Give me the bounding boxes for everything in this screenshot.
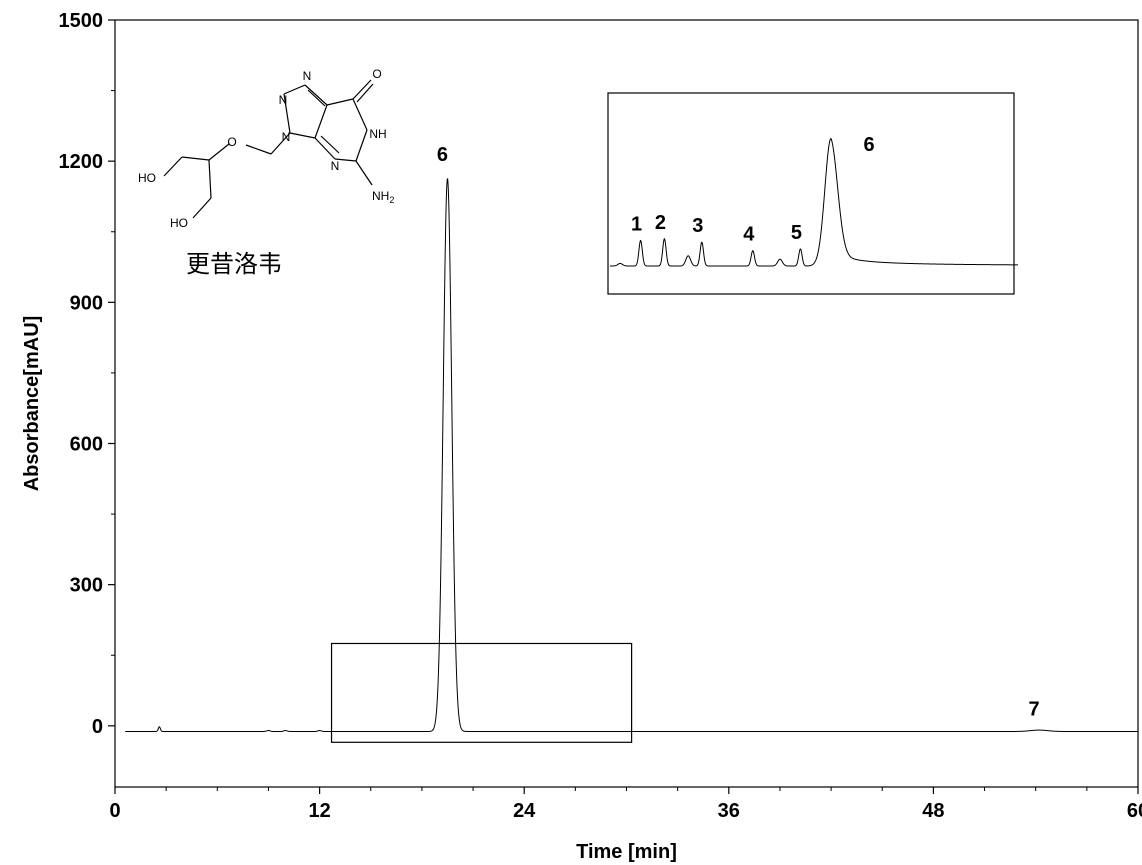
x-tick-label: 12 [308, 800, 330, 822]
structure-atom-label: HO [138, 171, 156, 185]
inset-peak-label: 2 [655, 212, 666, 234]
x-tick-label: 24 [513, 800, 536, 822]
plot-frame [114, 19, 1139, 788]
structure-atom-label: NH [369, 127, 386, 141]
x-tick-label: 36 [718, 800, 740, 822]
y-axis-title: Absorbance[mAU] [21, 316, 43, 492]
x-tick-label: 0 [109, 800, 120, 822]
x-tick-label: 60 [1127, 800, 1142, 822]
inset-series-line [610, 137, 1018, 267]
structure-atom-label: N [331, 159, 340, 173]
structure-atom-label: N [282, 130, 291, 144]
molecule-structure [163, 79, 374, 219]
structure-atom-label: NH2 [372, 189, 394, 205]
inset-peak-label: 6 [863, 134, 874, 156]
inset-peak-label: 1 [631, 214, 642, 236]
y-tick-label: 1500 [59, 10, 104, 32]
inset-peak-label: 3 [692, 215, 703, 237]
y-tick-label: 1200 [59, 151, 104, 173]
inset-peak-label: 5 [791, 222, 802, 244]
structure-atom-label: O [372, 67, 381, 81]
peak-label: 7 [1029, 698, 1040, 720]
y-tick-label: 300 [70, 575, 103, 597]
axes: 01224364860030060090012001500Time [min]A… [21, 10, 1142, 863]
compound-name: 更昔洛韦 [186, 250, 282, 278]
structure-atom-label: N [303, 69, 312, 83]
x-axis-title: Time [min] [576, 841, 677, 863]
structure-atom-label: N [279, 93, 288, 107]
x-tick-label: 48 [922, 800, 944, 822]
inset-peak-label: 4 [743, 224, 755, 246]
inset-frame [607, 92, 1015, 295]
structure-atom-label: O [227, 135, 236, 149]
molecule-labels: N O N NH N N O HO HO NH2 [138, 67, 394, 230]
peak-labels: 67 [437, 144, 1040, 721]
y-tick-label: 600 [70, 433, 103, 455]
structure-atom-label: HO [170, 216, 188, 230]
y-tick-label: 900 [70, 292, 103, 314]
zoom-box [330, 642, 633, 743]
peak-label: 6 [437, 144, 448, 166]
y-tick-label: 0 [92, 716, 103, 738]
